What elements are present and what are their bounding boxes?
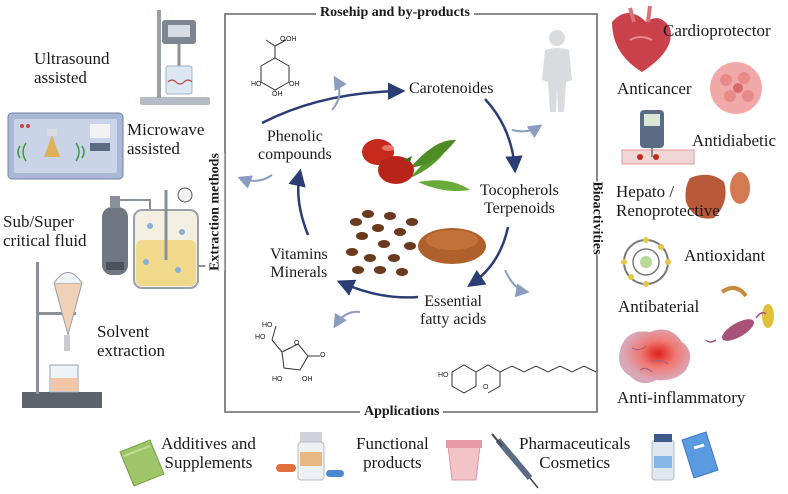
bio-antibaterial: Antibaterial [618, 297, 700, 316]
liver-kidney-icon [685, 172, 750, 219]
app-functional: Functional products [356, 434, 429, 472]
out-arrow-5 [333, 310, 361, 329]
bacteria-icon [705, 285, 774, 343]
bio-antidiabetic: Antidiabetic [692, 131, 777, 150]
tocopherol-atom-ho: HO [438, 372, 449, 379]
supercritical-reactor-icon [102, 187, 210, 289]
ascorbic-molecule-icon [271, 325, 320, 371]
cycle-arrow-tocopherols [484, 98, 523, 174]
glucometer-icon [621, 110, 695, 165]
tocopherol-atom-o: O [483, 384, 489, 391]
ascorbic-atom-o-2: O [320, 352, 326, 359]
tocopherol-molecule-icon [451, 364, 597, 394]
app-additives: Additives and Supplements [161, 434, 256, 472]
app-pharma: Pharmaceuticals Cosmetics [519, 434, 631, 472]
ascorbic-atom-oh: OH [302, 376, 313, 383]
frame-top-label: Rosehip and by-products [316, 5, 474, 21]
pill-bottle-icon [276, 432, 344, 481]
bio-cardioprotector: Cardioprotector [663, 21, 771, 40]
ascorbic-atom-o: O [294, 340, 300, 347]
brain-icon [619, 329, 691, 384]
compound-carotenoides: Carotenoides [409, 80, 494, 97]
out-arrow-1 [237, 174, 273, 189]
frame-right-label: Bioactivities [587, 181, 607, 255]
syringe-icon [491, 433, 539, 489]
phenolic-atom-oh-3: OH [289, 81, 300, 88]
compound-vitamins: Vitamins Minerals [270, 246, 328, 281]
supplement-sachet-icon [119, 439, 165, 487]
ascorbic-atom-ho: HO [255, 334, 266, 341]
bio-anticancer: Anticancer [617, 79, 692, 98]
cancer-cell-icon [710, 62, 762, 114]
human-body-icon [542, 30, 572, 112]
method-supercritical: Sub/Super critical fluid [3, 212, 87, 250]
vial-cream-icon [651, 431, 719, 481]
ascorbic-atom-ho-2: HO [262, 322, 273, 329]
cycle-arrow-fatty [467, 226, 510, 287]
antioxidant-molecule-icon [621, 237, 671, 287]
out-arrow-2 [331, 75, 347, 111]
separatory-funnel-icon [22, 262, 102, 408]
rosehip-fruit-icon [362, 139, 470, 191]
out-arrow-4 [504, 269, 530, 298]
rosehip-seeds-icon [346, 210, 418, 276]
bio-antioxidant: Antioxidant [684, 246, 766, 265]
phenolic-atom-oh: OH [286, 36, 297, 43]
microwave-icon [7, 112, 124, 180]
ascorbic-atom-ho-3: HO [272, 376, 283, 383]
cycle-arrow-vitamins [336, 279, 419, 299]
out-arrow-3 [511, 124, 543, 139]
compound-phenolic: Phenolic compounds [258, 128, 332, 163]
heart-icon [612, 5, 671, 72]
phenolic-atom-oh-2: OH [272, 91, 283, 98]
bio-anti-inflammatory: Anti-inflammatory [617, 388, 746, 407]
phenolic-atom-ho: HO [251, 81, 262, 88]
cycle-arrow-phenolic [288, 168, 310, 236]
phenolic-atom-o: O [280, 36, 286, 43]
frame-bottom-label: Applications [360, 404, 444, 420]
yogurt-cup-icon [446, 440, 482, 481]
method-microwave: Microwave assisted [127, 120, 205, 158]
frame-left-label: Extraction methods [205, 153, 225, 271]
method-solvent: Solvent extraction [97, 322, 165, 360]
method-ultrasound: Ultrasound assisted [34, 49, 110, 87]
bio-hepato: Hepato / Renoprotective [616, 182, 720, 220]
ultrasound-device-icon [140, 10, 210, 105]
compound-fatty-acids: Essential fatty acids [420, 293, 487, 328]
phenolic-molecule-icon [260, 39, 290, 91]
compound-tocopherols: Tocopherols Terpenoids [480, 182, 559, 217]
cycle-arrow-carotenoides [261, 82, 406, 125]
